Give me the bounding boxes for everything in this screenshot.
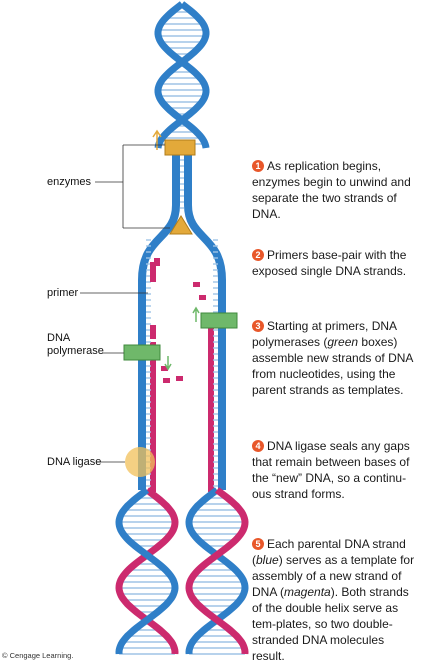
nucleotide	[176, 376, 183, 381]
unwind-arrow-icon	[152, 129, 162, 150]
base-pairs-left-daughter	[119, 239, 175, 655]
dna-ligase	[125, 447, 155, 477]
right-daughter-strand-front	[185, 487, 249, 655]
copyright-credit: © Cengage Learning.	[2, 651, 74, 660]
nucleotide	[199, 295, 206, 300]
dna-polymerase-left	[123, 344, 161, 361]
left-daughter-helix	[115, 487, 179, 655]
right-daughter-strand-back	[185, 487, 249, 655]
parent-strand-back	[154, 1, 210, 149]
parent-strand-front	[154, 1, 210, 149]
helicase-enzyme	[164, 139, 196, 156]
primer-left-tip	[154, 258, 160, 266]
left-parent-strand	[138, 150, 180, 490]
left-daughter-strand-front	[115, 487, 179, 655]
step-number-badge: 4	[252, 440, 264, 452]
label-primer: primer	[47, 287, 79, 299]
step-number-badge: 3	[252, 320, 264, 332]
enzymes-leader	[95, 144, 170, 229]
primer-segment	[150, 325, 156, 339]
step-number-badge: 2	[252, 249, 264, 261]
base-pairs-right-daughter	[189, 239, 245, 655]
nucleotide	[193, 282, 200, 287]
enzyme-triangle	[169, 215, 193, 235]
label-dna-polymerase: DNA polymerase	[47, 332, 104, 357]
dna-polymerase-right	[200, 312, 238, 329]
step-number-badge: 1	[252, 160, 264, 172]
nucleotide	[163, 378, 170, 383]
primer-left	[150, 262, 156, 282]
label-enzymes: enzymes	[47, 176, 92, 188]
polymerase-direction-arrow-icon	[192, 306, 200, 322]
parent-double-helix	[154, 1, 210, 149]
right-daughter-helix	[185, 487, 249, 655]
polymerase-direction-arrow-icon	[164, 356, 172, 371]
step-number-badge: 5	[252, 538, 264, 550]
left-daughter-strand-back	[115, 487, 179, 655]
base-pairs-bubble	[180, 159, 184, 209]
nucleotide	[161, 366, 168, 371]
right-parent-strand	[184, 150, 226, 490]
label-dna-ligase: DNA ligase	[47, 456, 102, 468]
